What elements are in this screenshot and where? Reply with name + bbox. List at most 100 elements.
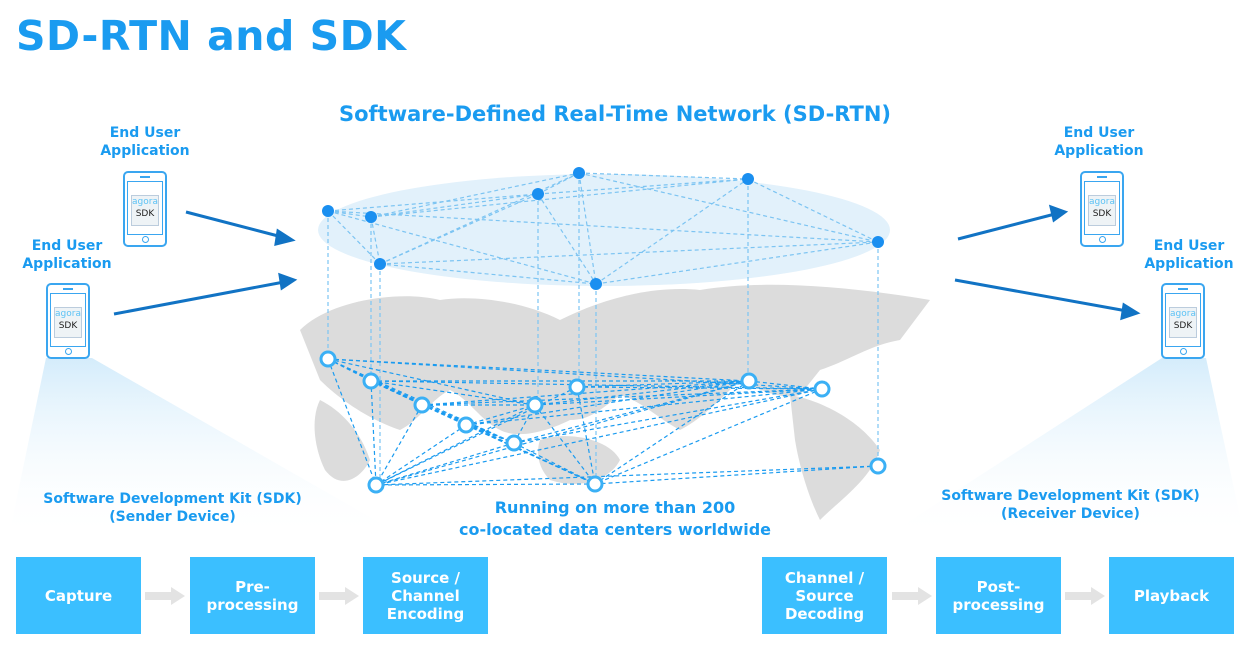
datacenter-edge xyxy=(370,380,823,390)
plane-edge xyxy=(595,241,879,285)
label-line: End User xyxy=(1063,125,1135,141)
step-encoding: Source / Channel Encoding xyxy=(363,557,488,634)
plane-edge xyxy=(595,178,749,285)
plane-edge xyxy=(379,263,597,285)
datacenter-edge xyxy=(748,380,823,390)
network-node xyxy=(872,236,884,248)
network-node xyxy=(374,258,386,270)
datacenter-edge xyxy=(594,465,879,485)
network-edges xyxy=(327,172,879,486)
datacenter-edge xyxy=(534,388,823,406)
plane-edge xyxy=(578,172,597,285)
datacenter-edge xyxy=(375,386,578,486)
step-decoding: Channel / Source Decoding xyxy=(762,557,887,634)
datacenter-node xyxy=(413,396,431,414)
label-line: Software Development Kit (SDK) xyxy=(941,488,1200,504)
label-line: End User xyxy=(1153,238,1225,254)
sdk-label: SDK xyxy=(1092,209,1112,219)
datacenter-node xyxy=(740,372,758,390)
datacenter-edge xyxy=(594,380,750,485)
label-line: Application xyxy=(1144,256,1234,272)
datacenter-node xyxy=(319,350,337,368)
plane-edge xyxy=(537,178,749,195)
network-nodes xyxy=(319,167,887,494)
datacenter-edge xyxy=(465,388,823,426)
datacenter-edge xyxy=(576,386,823,390)
step-playback: Playback xyxy=(1109,557,1234,634)
datacenter-node xyxy=(362,372,380,390)
datacenter-node xyxy=(869,457,887,475)
datacenter-node xyxy=(568,378,586,396)
datacenter-edge xyxy=(421,404,596,485)
plane-edge xyxy=(379,172,580,265)
plane-edge xyxy=(370,216,381,265)
plane-edge xyxy=(370,178,749,218)
step-capture: Capture xyxy=(16,557,141,634)
label-line: End User xyxy=(109,125,181,141)
datacenter-edge xyxy=(370,380,377,486)
plane-edge xyxy=(327,210,381,265)
plane-edge xyxy=(578,172,749,180)
network-node xyxy=(365,211,377,223)
plane-edge xyxy=(327,210,597,285)
agora-logo: agora xyxy=(1089,197,1115,207)
datacenter-edge xyxy=(465,380,750,426)
sender-fan xyxy=(8,358,410,540)
arrow-right-icon xyxy=(319,587,359,605)
datacenter-edge xyxy=(465,424,596,485)
datacenter-edge xyxy=(594,388,823,485)
plane-edge xyxy=(578,172,879,243)
label-line: Software Development Kit (SDK) xyxy=(43,491,302,507)
sdk-label: SDK xyxy=(135,209,155,219)
network-title: Software-Defined Real-Time Network (SD-R… xyxy=(338,102,892,126)
datacenter-edge xyxy=(375,404,536,486)
network-node xyxy=(742,173,754,185)
datacenter-edge xyxy=(465,404,536,426)
label-line: Application xyxy=(22,256,112,272)
agora-logo: agora xyxy=(132,197,158,207)
network-node xyxy=(590,278,602,290)
datacenter-edge xyxy=(375,424,467,486)
arrow-right-icon xyxy=(892,587,932,605)
agora-logo: agora xyxy=(55,309,81,319)
page-title: SD-RTN and SDK xyxy=(16,12,407,60)
label-line: End User xyxy=(31,238,103,254)
plane-edge xyxy=(370,172,580,218)
datacenter-edge xyxy=(534,380,750,406)
datacenter-edge xyxy=(421,388,823,406)
datacenter-node xyxy=(505,434,523,452)
datacenter-edge xyxy=(576,386,596,485)
sdk-label: SDK xyxy=(58,321,78,331)
datacenter-edge xyxy=(421,380,750,406)
datacenter-edge xyxy=(513,380,750,444)
datacenter-node xyxy=(813,380,831,398)
network-plane xyxy=(318,174,890,286)
datacenter-edge xyxy=(327,358,536,406)
step-postprocessing: Post- processing xyxy=(936,557,1061,634)
datacenter-node xyxy=(367,476,385,494)
caption-line: Running on more than 200 xyxy=(494,498,736,517)
input-arrows xyxy=(113,204,1141,321)
network-node xyxy=(573,167,585,179)
sdk-receiver-label: Software Development Kit (SDK)(Receiver … xyxy=(918,487,1223,523)
datacenter-edge xyxy=(576,380,750,388)
label-line: (Sender Device) xyxy=(109,509,236,525)
datacenter-edge xyxy=(513,388,823,444)
agora-logo: agora xyxy=(1170,309,1196,319)
label-line: Application xyxy=(1054,143,1144,159)
world-map xyxy=(300,284,930,520)
sdk-label: SDK xyxy=(1173,321,1193,331)
datacenter-edge xyxy=(513,442,596,485)
step-preprocessing: Pre- processing xyxy=(190,557,315,634)
plane-edge xyxy=(370,193,539,218)
datacenter-edge xyxy=(375,388,823,486)
plane-edge xyxy=(327,210,879,243)
